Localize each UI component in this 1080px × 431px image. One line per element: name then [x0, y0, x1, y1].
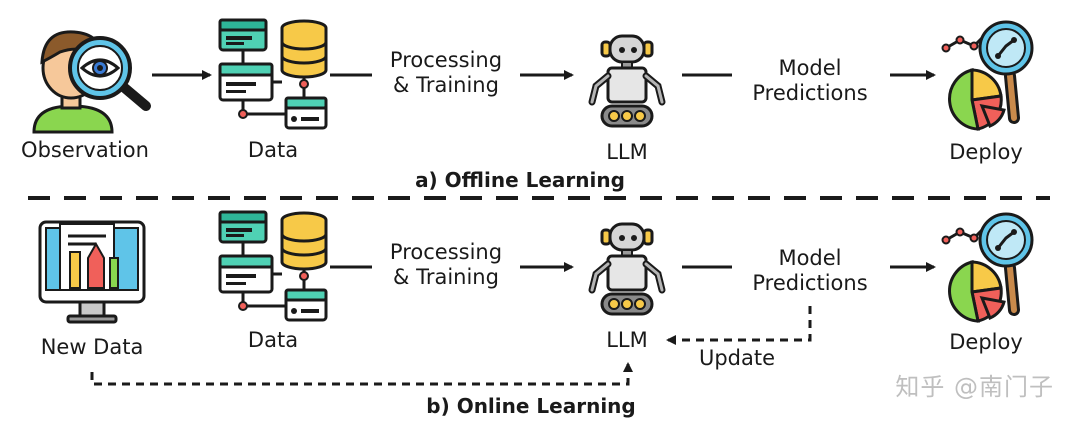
- database-icon: [218, 18, 328, 130]
- eye-magnifier-icon: [32, 30, 151, 134]
- robot-icon-online: [592, 224, 662, 314]
- label-predictions-line2: Predictions: [752, 81, 868, 106]
- label-data: Data: [247, 138, 299, 162]
- label-deploy: Deploy: [949, 140, 1023, 164]
- pie-chart-magnifier-icon: [943, 22, 1033, 129]
- label-predictions-line2-online: Predictions: [752, 271, 868, 296]
- label-data-online: Data: [247, 328, 299, 352]
- label-processing-line1-online: Processing: [389, 240, 503, 264]
- watermark: 知乎 @南门子: [895, 373, 1054, 401]
- label-new-data: New Data: [40, 335, 144, 359]
- monitor-icon: [38, 220, 146, 324]
- caption-online-learning: b) Online Learning: [426, 394, 636, 418]
- label-model-line1-online: Model: [778, 246, 842, 270]
- label-processing-training: Processing & Training: [390, 48, 502, 98]
- label-deploy-online: Deploy: [949, 330, 1023, 354]
- new-data-feedback-arrow: [90, 362, 633, 386]
- pie-chart-magnifier-icon-online: [943, 214, 1033, 321]
- label-processing-line2-online: & Training: [393, 265, 499, 290]
- robot-icon: [592, 36, 662, 126]
- label-llm: LLM: [606, 140, 648, 164]
- label-model-line1: Model: [778, 56, 842, 80]
- label-processing-line2: & Training: [393, 73, 499, 98]
- label-llm-online: LLM: [606, 328, 648, 352]
- label-update: Update: [698, 346, 776, 370]
- label-model-predictions-online: Model Predictions: [752, 246, 867, 296]
- label-observation: Observation: [21, 138, 149, 162]
- update-feedback-arrow: [666, 306, 812, 345]
- label-processing-line1: Processing: [389, 48, 503, 72]
- database-icon-online: [218, 210, 328, 322]
- label-processing-training-online: Processing & Training: [390, 240, 502, 290]
- caption-offline-learning: a) Offline Learning: [415, 168, 625, 192]
- label-model-predictions: Model Predictions: [752, 56, 867, 106]
